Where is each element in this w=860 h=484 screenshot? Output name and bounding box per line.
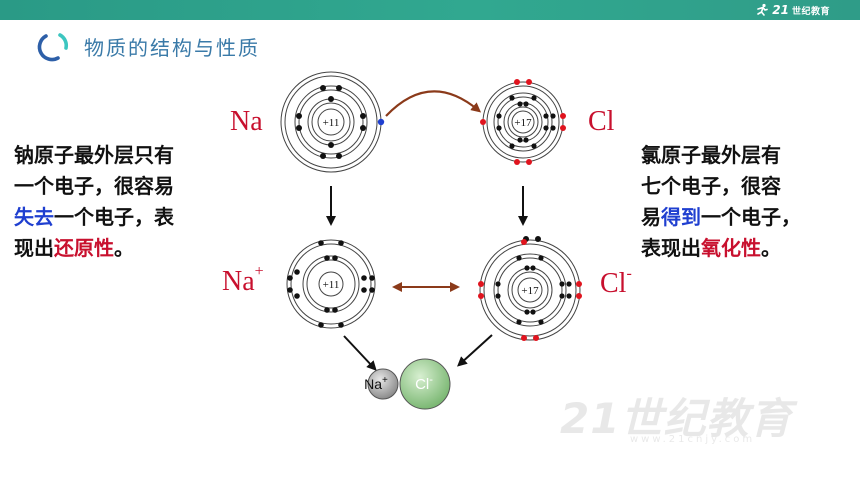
- na-ion-to-pair-arrow: [343, 335, 377, 371]
- cl-ion: +17: [478, 236, 582, 341]
- cl-ion-outer-electrons: [478, 239, 582, 341]
- cl-electrons: [496, 95, 556, 149]
- svg-text:Cl-: Cl-: [415, 374, 433, 393]
- top-banner: 21 世纪教育: [0, 0, 860, 20]
- lose-highlight: 失去: [14, 205, 54, 229]
- na-ion-label: Na+: [222, 262, 264, 298]
- na-nucleus: [317, 108, 345, 136]
- cl-ion-symbol: Cl: [600, 268, 627, 299]
- na-electrons: [296, 85, 366, 159]
- chlorine-line-1: 氯原子最外层有: [641, 143, 781, 167]
- ion-na-label: Na: [364, 376, 382, 392]
- na-ion-sphere: [367, 368, 399, 400]
- sodium-line-2: 一个电子，很容易: [14, 174, 174, 198]
- brand-number: 21: [772, 3, 789, 17]
- sodium-line-3-rest: 一个电子，表: [54, 205, 174, 229]
- na-valence-electron: [377, 118, 385, 126]
- reducibility-highlight: 还原性: [54, 236, 114, 260]
- cl-ion-electrons: [495, 236, 572, 325]
- chlorine-line-4-post: 。: [761, 236, 781, 260]
- ion-cl-label: Cl: [415, 376, 429, 393]
- na-atom: +11: [280, 71, 385, 173]
- sodium-explanation: 钠原子最外层只有 一个电子，很容易 失去一个电子，表 现出还原性。: [14, 140, 224, 264]
- sodium-line-4-post: 。: [114, 236, 134, 260]
- na-atom-label: Na: [230, 106, 263, 137]
- ionic-pair: Na+ Cl-: [364, 358, 451, 410]
- na-ion-electrons: [287, 240, 375, 328]
- ion-cl-charge: -: [429, 374, 433, 386]
- brand-logo: 21 世纪教育: [755, 2, 830, 18]
- title-row: 物质的结构与性质: [36, 28, 260, 64]
- cl-ion-sphere: [399, 358, 451, 410]
- sodium-line-4-pre: 现出: [14, 236, 54, 260]
- na-ion-nucleus-charge: +11: [323, 279, 340, 291]
- na-ion-charge: +: [254, 262, 264, 280]
- chlorine-line-3-pre: 易: [641, 205, 661, 229]
- cl-ion-label: Cl-: [600, 264, 632, 300]
- na-ion-nucleus: [318, 271, 344, 297]
- runner-icon: [757, 3, 769, 16]
- svg-text:Na+: Na+: [364, 375, 388, 392]
- chlorine-line-3: 易得到一个电子，: [641, 202, 841, 233]
- sodium-line-3: 失去一个电子，表: [14, 202, 224, 233]
- cl-atom: +17: [480, 79, 566, 165]
- cl-outer-electrons: [480, 79, 566, 165]
- loop-icon: [37, 33, 69, 62]
- chlorine-line-3-rest: 一个电子，: [701, 205, 801, 229]
- cl-ion-nucleus: [517, 277, 543, 303]
- cl-nucleus-charge: +17: [514, 117, 532, 129]
- na-ion: +11: [286, 239, 376, 329]
- cl-nucleus: [511, 110, 535, 134]
- gain-highlight: 得到: [661, 205, 701, 229]
- na-nucleus-charge: +11: [323, 117, 340, 129]
- brand-text: 世纪教育: [791, 6, 830, 17]
- sodium-line-4: 现出还原性。: [14, 233, 224, 264]
- cl-ion-charge: -: [626, 264, 632, 282]
- chlorine-line-2: 七个电子，很容: [641, 174, 781, 198]
- watermark-main: 21世纪教育: [560, 393, 793, 443]
- page-title: 物质的结构与性质: [84, 35, 260, 60]
- transfer-arrow: [385, 90, 482, 117]
- oxidizability-highlight: 氧化性: [701, 236, 761, 260]
- na-ion-symbol: Na: [222, 266, 255, 297]
- cl-atom-label: Cl: [588, 106, 615, 137]
- cl-ion-to-pair-arrow: [457, 334, 493, 367]
- chlorine-line-4: 表现出氧化性。: [641, 233, 841, 264]
- watermark: 21世纪教育 www.21cnjy.com: [560, 380, 840, 450]
- watermark-sub: www.21cnjy.com: [630, 434, 756, 445]
- sodium-line-1: 钠原子最外层只有: [14, 143, 174, 167]
- chlorine-line-4-pre: 表现出: [641, 236, 701, 260]
- ion-na-charge: +: [382, 375, 388, 386]
- cl-ion-nucleus-charge: +17: [521, 285, 539, 297]
- chlorine-explanation: 氯原子最外层有 七个电子，很容 易得到一个电子， 表现出氧化性。: [641, 140, 841, 264]
